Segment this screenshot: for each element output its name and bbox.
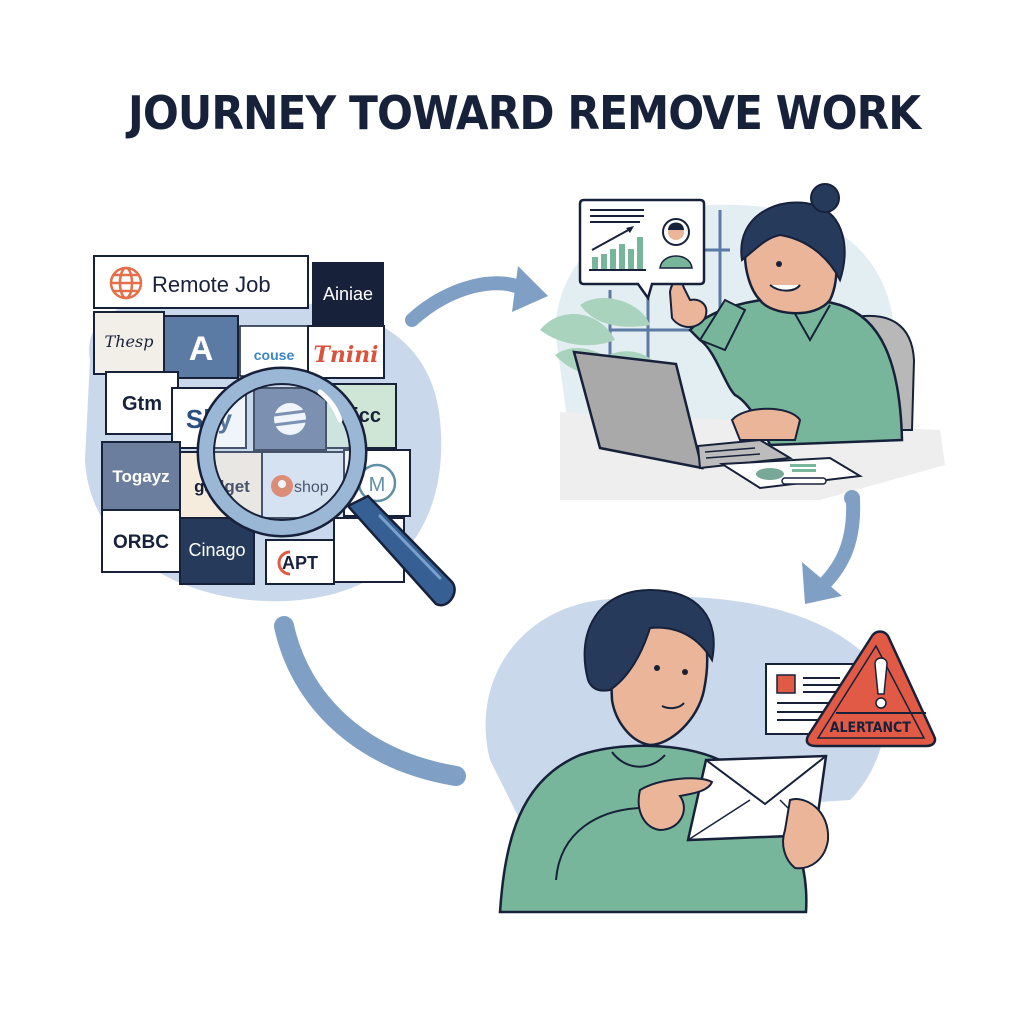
card-label: Remote Job: [152, 272, 271, 297]
speech-bubble: [578, 198, 706, 301]
job-card-cinago[interactable]: Cinago: [179, 517, 255, 585]
man-left-hand: [637, 777, 714, 832]
arrow-right-icon: [405, 266, 548, 327]
desk-document-icon: [718, 456, 864, 490]
card-label: A: [189, 330, 214, 368]
job-card-gtm[interactable]: Gtm: [105, 371, 179, 435]
stage-job-search: Remote Job Ainiae Thesp A couse Tnini Gt…: [85, 255, 456, 607]
striped-circle-logo-icon: [273, 403, 307, 435]
woman-arm: [698, 298, 747, 352]
warning-triangle-icon[interactable]: ALERTANCT: [805, 630, 937, 748]
woman-head: [740, 183, 846, 315]
card-label: Gtm: [122, 393, 162, 415]
alert-label: ALERTANCT: [830, 720, 911, 736]
profile-avatar-icon: [659, 218, 693, 269]
stage-scam-alert: ALERTANCT: [485, 588, 937, 914]
job-card-a[interactable]: A: [163, 315, 239, 379]
job-card-orbc[interactable]: ORBC: [101, 509, 181, 573]
job-card-apt[interactable]: APT: [265, 539, 335, 585]
woman-typing-hand: [730, 407, 802, 441]
flow-arrows: [274, 266, 861, 786]
card-label: APT: [282, 553, 318, 573]
job-card-ainiae[interactable]: Ainiae: [312, 262, 384, 326]
card-label: couse: [254, 347, 295, 363]
job-card-thesp[interactable]: Thesp: [93, 311, 165, 375]
job-card-tnini[interactable]: Tnini: [307, 325, 385, 379]
card-label: Thesp: [105, 332, 154, 351]
growth-bar-chart-icon: [589, 209, 646, 271]
card-label: Togayz: [112, 467, 169, 486]
card-label: M: [369, 474, 386, 496]
card-label: shop: [294, 479, 329, 496]
card-label: Tnini: [313, 342, 378, 368]
man-head: [583, 588, 715, 747]
job-card-remote-job[interactable]: Remote Job: [93, 255, 309, 309]
card-label: Ainiae: [323, 284, 373, 304]
card-label: Cinago: [188, 540, 245, 560]
man-right-hand: [782, 798, 830, 870]
stage-remote-working: [540, 183, 945, 506]
laptop-icon: [572, 350, 794, 470]
page-title: JOURNEY TOWARD REMOVE WORK: [128, 86, 921, 140]
card-label: ORBC: [113, 532, 169, 553]
magnifying-glass-icon[interactable]: [196, 366, 456, 607]
arrow-return-icon: [274, 616, 466, 786]
decor-dot: [844, 490, 860, 506]
globe-icon: [109, 266, 143, 300]
arrow-down-icon: [802, 493, 861, 604]
job-card-togayz[interactable]: Togayz: [101, 441, 181, 511]
job-card-striped[interactable]: [253, 387, 327, 451]
